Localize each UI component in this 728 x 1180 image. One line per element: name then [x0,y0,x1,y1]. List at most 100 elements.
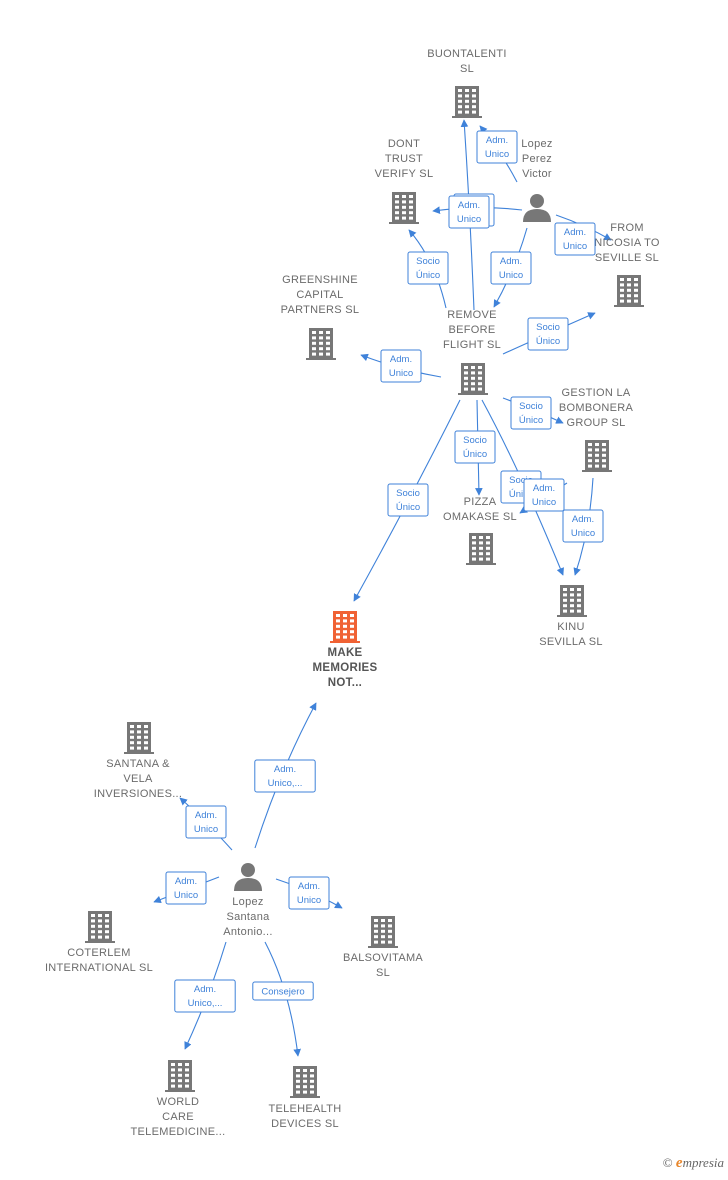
edge-label[interactable]: Adm.Unico [185,805,227,839]
brand-logo[interactable]: empresia [675,1155,724,1171]
node-label: KINU [557,621,584,633]
node-label: SANTANA & [106,758,170,770]
node-label: Lopez [232,896,263,908]
node-label: NICOSIA TO [594,237,660,249]
node-label: FLIGHT SL [443,339,501,351]
edge-label[interactable]: Adm.Unico,... [254,759,316,793]
edge-label-box [380,349,422,383]
edge-label[interactable]: Adm.Unico [380,349,422,383]
edge-label-box [454,430,496,464]
edge-label-text: Unico [297,895,321,906]
company-node-kinu[interactable]: KINU SEVILLA SL [539,585,603,648]
edge-label[interactable]: Adm. Unico [448,195,490,229]
company-node-make-memories[interactable]: MAKEMEMORIESNOT... [312,611,377,689]
node-label: GROUP SL [566,417,625,429]
node-label: Lopez [521,138,552,150]
nodes-layer: BUONTALENTISLLopezPerezVictorDONTTRUSTVE… [45,48,660,1138]
edge-label[interactable]: Adm.Unico [562,509,604,543]
node-label: BUONTALENTI [427,48,507,60]
node-label: SEVILLE SL [595,252,659,264]
node-label: DEVICES SL [271,1118,339,1130]
edge-label[interactable]: Adm.Unico [523,478,565,512]
node-label: PARTNERS SL [281,304,360,316]
node-label: MEMORIES [312,662,377,674]
edge-label-box [448,195,490,229]
edge-label-box [523,478,565,512]
edge-label-text: Unico [485,149,509,160]
edge-label-text: Adm. [298,881,320,892]
edge-label-text: Socio [463,435,487,446]
node-label: Antonio... [223,926,272,938]
node-label: Perez [522,153,552,165]
edge-label[interactable]: Adm. Unico [165,871,207,905]
node-label: TRUST [385,153,423,165]
edge-label[interactable]: Adm.Unico,... [174,979,236,1013]
edge-label-text: Socio [536,322,560,333]
company-node-santana-vela[interactable]: SANTANA &VELAINVERSIONES... [94,722,183,800]
edge-label-text: Adm. [486,135,508,146]
edge-label-box [174,979,236,1013]
edge-label[interactable]: Adm. Unico [476,130,518,164]
node-label: BALSOVITAMA [343,952,423,964]
node-label: SEVILLA SL [539,636,603,648]
company-node-world-care[interactable]: WORLDCARETELEMEDICINE... [131,1060,226,1138]
edge-label-text: Unico [174,890,198,901]
edge-label-text: Socio [519,401,543,412]
company-node-buontalenti[interactable]: BUONTALENTI SL [427,48,507,118]
edge-label-text: Socio [416,256,440,267]
building-icon [368,916,398,948]
edge-label[interactable]: Adm. Unico [288,876,330,910]
node-label: Santana [226,911,270,923]
node-label: MAKE [327,647,362,659]
edge-label-text: Adm. [175,876,197,887]
node-label: FROM [610,222,644,234]
edge-label-text: Único [416,270,440,281]
building-icon [330,611,360,643]
edge-label-text: Adm. [194,984,216,995]
edge-label[interactable]: Adm.Unico [554,222,596,256]
edge-label-box [288,876,330,910]
edge-label[interactable]: Consejero [252,981,314,1001]
edges-layer [153,119,612,1057]
edge-label-box [554,222,596,256]
edge-label[interactable]: Adm.Unico [490,251,532,285]
building-icon [389,192,419,224]
node-label: GREENSHINE [282,274,358,286]
edge-label-box [387,483,429,517]
edge-label-text: Socio [396,488,420,499]
edge-labels-layer: Adm.UnicoAdm.UnicoAdm.UnicoAdm.UnicoAdm.… [165,130,604,1013]
building-icon [466,533,496,565]
copyright-symbol: © [662,1155,673,1170]
edge-label-box [562,509,604,543]
node-label: INVERSIONES... [94,788,183,800]
edge-label-text: Unico [532,497,556,508]
edge-label-text: Adm. [500,256,522,267]
building-icon [614,275,644,307]
edge-label-text: Adm. [572,514,594,525]
edge-label-box [254,759,316,793]
node-label: PIZZA [464,496,497,508]
building-icon [306,328,336,360]
building-icon [85,911,115,943]
edge-label-text: Unico [457,214,481,225]
node-label: SL [460,63,474,75]
edge-label-text: Adm. [458,200,480,211]
edge-label-text: Único [463,449,487,460]
company-node-from-nicosia[interactable]: FROM NICOSIA TO SEVILLE SL [594,222,660,307]
edge-label-text: Unico [389,368,413,379]
person-node-lopez-santana[interactable]: LopezSantanaAntonio... [223,863,272,938]
